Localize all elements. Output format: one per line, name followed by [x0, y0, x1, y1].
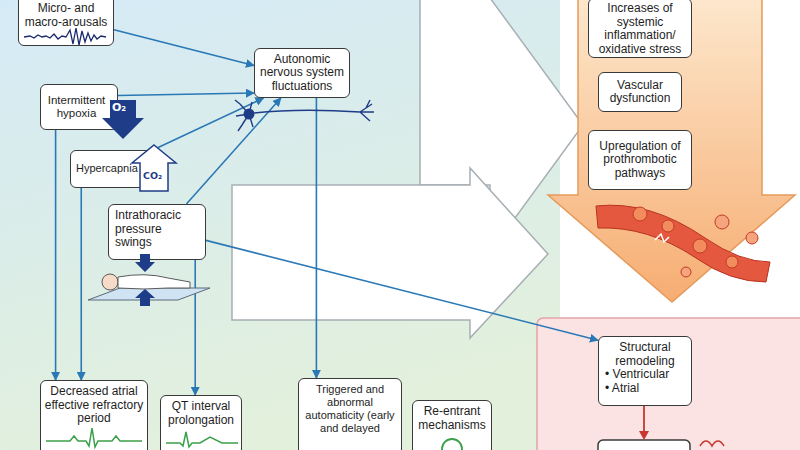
process-box: Micro- and macro-arousals: [18, 0, 114, 46]
platelet: [655, 234, 669, 242]
connector-arrow: [118, 93, 254, 96]
process-box: [598, 440, 690, 450]
eeg-trace: [24, 28, 106, 45]
box-text: Increases of systemic inflammation/ oxid…: [592, 2, 688, 56]
orange-arrow: [548, 0, 795, 302]
arrow-head: [639, 431, 649, 440]
blood-cell: [726, 256, 738, 268]
box-text: Triggered and abnormal automaticity (ear…: [302, 383, 398, 435]
symbol-label: CO₂: [143, 170, 162, 181]
connector-arrow: [206, 240, 598, 340]
connector-arrow: [80, 188, 82, 380]
heart-symbol: [700, 441, 724, 446]
bullet-text: • Ventricular: [605, 368, 685, 382]
process-box: Re-entrant mechanisms: [412, 400, 492, 450]
blood-cell: [715, 215, 729, 229]
pressure-arrow: [135, 254, 155, 272]
process-box: Intrathoracic pressure swings: [108, 204, 206, 260]
body: [118, 275, 190, 289]
process-box: Increases of systemic inflammation/ oxid…: [588, 0, 692, 58]
down-arrow-symbol: [102, 100, 144, 139]
process-box: Structural remodeling• Ventricular• Atri…: [598, 336, 692, 406]
blood-vessel: [596, 205, 770, 282]
box-text: Re-entrant mechanisms: [416, 405, 488, 432]
box-text: QT interval prolongation: [164, 400, 238, 427]
box-text: Upregulation of prothrombotic pathways: [592, 140, 688, 181]
ecg-trace: [166, 432, 238, 447]
blood-cell: [693, 239, 707, 253]
box-text: Hypercapnia: [76, 162, 139, 176]
blood-cell: [633, 207, 647, 221]
blood-cell: [681, 267, 691, 277]
pressure-arrow: [135, 289, 155, 306]
connector-arrow: [55, 130, 57, 380]
process-box: Vascular dysfunction: [598, 72, 682, 112]
reentry-circle: [442, 439, 462, 450]
ecg-trace: [46, 428, 142, 447]
connector-arrow: [316, 98, 318, 378]
box-text: Vascular dysfunction: [602, 79, 678, 106]
box-text: Autonomic nervous system fluctuations: [257, 53, 347, 94]
process-box: Intermittent hypoxia: [40, 84, 118, 130]
pink-panel: [537, 318, 800, 450]
process-box: Autonomic nervous system fluctuations: [254, 48, 350, 98]
symbol-label: O₂: [112, 101, 126, 114]
connector-arrow: [186, 98, 280, 204]
blood-cell: [662, 220, 674, 232]
head: [102, 274, 118, 290]
axon: [254, 100, 374, 121]
box-text: Decreased atrial effective refractory pe…: [44, 385, 144, 426]
dendrites: [235, 100, 253, 131]
blood-cell: [746, 232, 758, 244]
red-arrow: [643, 406, 645, 432]
up-arrow-symbol: [132, 145, 176, 191]
process-box: Triggered and abnormal automaticity (ear…: [298, 378, 402, 450]
connector-arrow: [114, 30, 254, 66]
connector-arrow: [194, 260, 196, 395]
box-text: Structural remodeling: [605, 341, 685, 368]
white-arrow: [232, 168, 548, 338]
connector-arrow: [153, 98, 264, 150]
bullet-text: • Atrial: [605, 382, 685, 396]
box-text: Micro- and macro-arousals: [21, 2, 111, 29]
neuron-symbol: [235, 100, 374, 131]
lying-child: [88, 254, 210, 306]
process-box: Upregulation of prothrombotic pathways: [588, 130, 692, 190]
box-text: Intrathoracic pressure swings: [115, 209, 201, 250]
box-text: Intermittent hypoxia: [44, 94, 109, 121]
